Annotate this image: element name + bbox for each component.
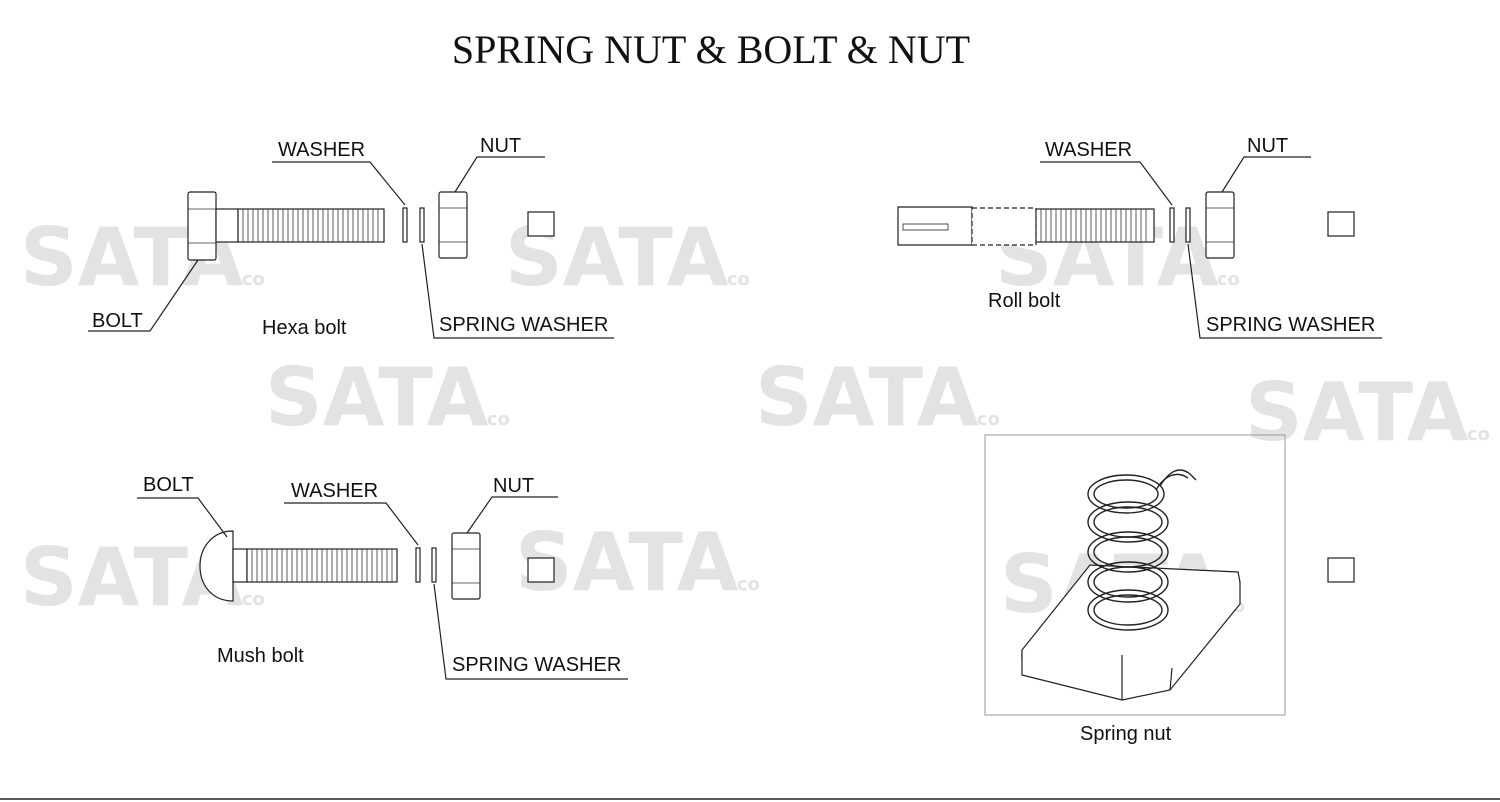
watermark-6: SATA .co (1245, 366, 1490, 459)
watermark-suffix: .co (720, 269, 750, 290)
hexa-washer-label: WASHER (278, 139, 365, 161)
roll-bolt-thread (1035, 208, 1155, 243)
hexa-end-square (527, 211, 555, 237)
roll-bolt-sleeve (971, 207, 1037, 246)
mush-washer (415, 547, 421, 583)
spring-coil (1087, 469, 1197, 631)
spring-nut-assembly: Spring nut (984, 434, 1355, 745)
roll-bolt-hatched-body (897, 206, 973, 246)
mush-bolt-label: BOLT (143, 474, 194, 496)
hexa-bolt-thread (237, 208, 385, 243)
mush-end-square (527, 557, 555, 583)
watermark-suffix: .co (730, 574, 760, 595)
mush-bolt-head (199, 530, 234, 602)
roll-washer-label: WASHER (1045, 139, 1132, 161)
hexa-bolt-shank (215, 208, 239, 243)
mush-bolt-thread (246, 548, 398, 583)
watermark-suffix: .co (235, 589, 265, 610)
roll-bolt-assembly: WASHER NUT SPRING WASHER Roll bolt (897, 135, 1382, 339)
spring-nut-caption: Spring nut (1080, 723, 1172, 745)
roll-end-square (1327, 211, 1355, 237)
mush-spring-washer-label: SPRING WASHER (452, 654, 621, 676)
hexa-bolt-head (187, 191, 217, 261)
hexa-nut (438, 191, 468, 259)
mush-bolt-shank (232, 548, 248, 583)
mush-nut-label: NUT (493, 475, 534, 497)
watermark-suffix: .co (970, 409, 1000, 430)
roll-bolt-caption: Roll bolt (988, 290, 1061, 312)
watermark-4: SATA .co (265, 351, 510, 444)
watermark-3: SATA .co (995, 211, 1240, 304)
mush-nut (451, 532, 481, 600)
roll-washer (1169, 207, 1175, 243)
roll-nut-label: NUT (1247, 135, 1288, 157)
watermark-suffix: .co (1460, 424, 1490, 445)
watermark-brand: SATA (1245, 366, 1469, 459)
hexa-spring-washer-label: SPRING WASHER (439, 314, 608, 336)
roll-spring-washer-label: SPRING WASHER (1206, 314, 1375, 336)
mush-bolt-caption: Mush bolt (217, 645, 304, 667)
watermark-brand: SATA (265, 351, 489, 444)
mush-spring-washer (431, 547, 437, 583)
roll-spring-washer (1185, 207, 1191, 243)
watermark-5: SATA .co (755, 351, 1000, 444)
watermark-suffix: .co (235, 269, 265, 290)
hexa-washer (402, 207, 408, 243)
mush-washer-label: WASHER (291, 480, 378, 502)
hexa-nut-label: NUT (480, 135, 521, 157)
hexa-bolt-caption: Hexa bolt (262, 317, 347, 339)
hexa-spring-washer (419, 207, 425, 243)
watermark-suffix: .co (480, 409, 510, 430)
spring-nut-frame (984, 434, 1286, 716)
mush-bolt-assembly: BOLT WASHER NUT SPRING WASHER Mush bolt (137, 474, 628, 680)
hexa-bolt-label: BOLT (92, 310, 143, 332)
page-title: SPRING NUT & BOLT & NUT (452, 27, 970, 72)
spring-nut-plate (1021, 564, 1241, 701)
roll-nut (1205, 191, 1235, 259)
spring-nut-end-square (1327, 557, 1355, 583)
hexa-bolt-assembly: WASHER NUT SPRING WASHER BOLT Hexa bolt (88, 135, 614, 339)
watermark-suffix: .co (1210, 269, 1240, 290)
watermark-brand: SATA (755, 351, 979, 444)
